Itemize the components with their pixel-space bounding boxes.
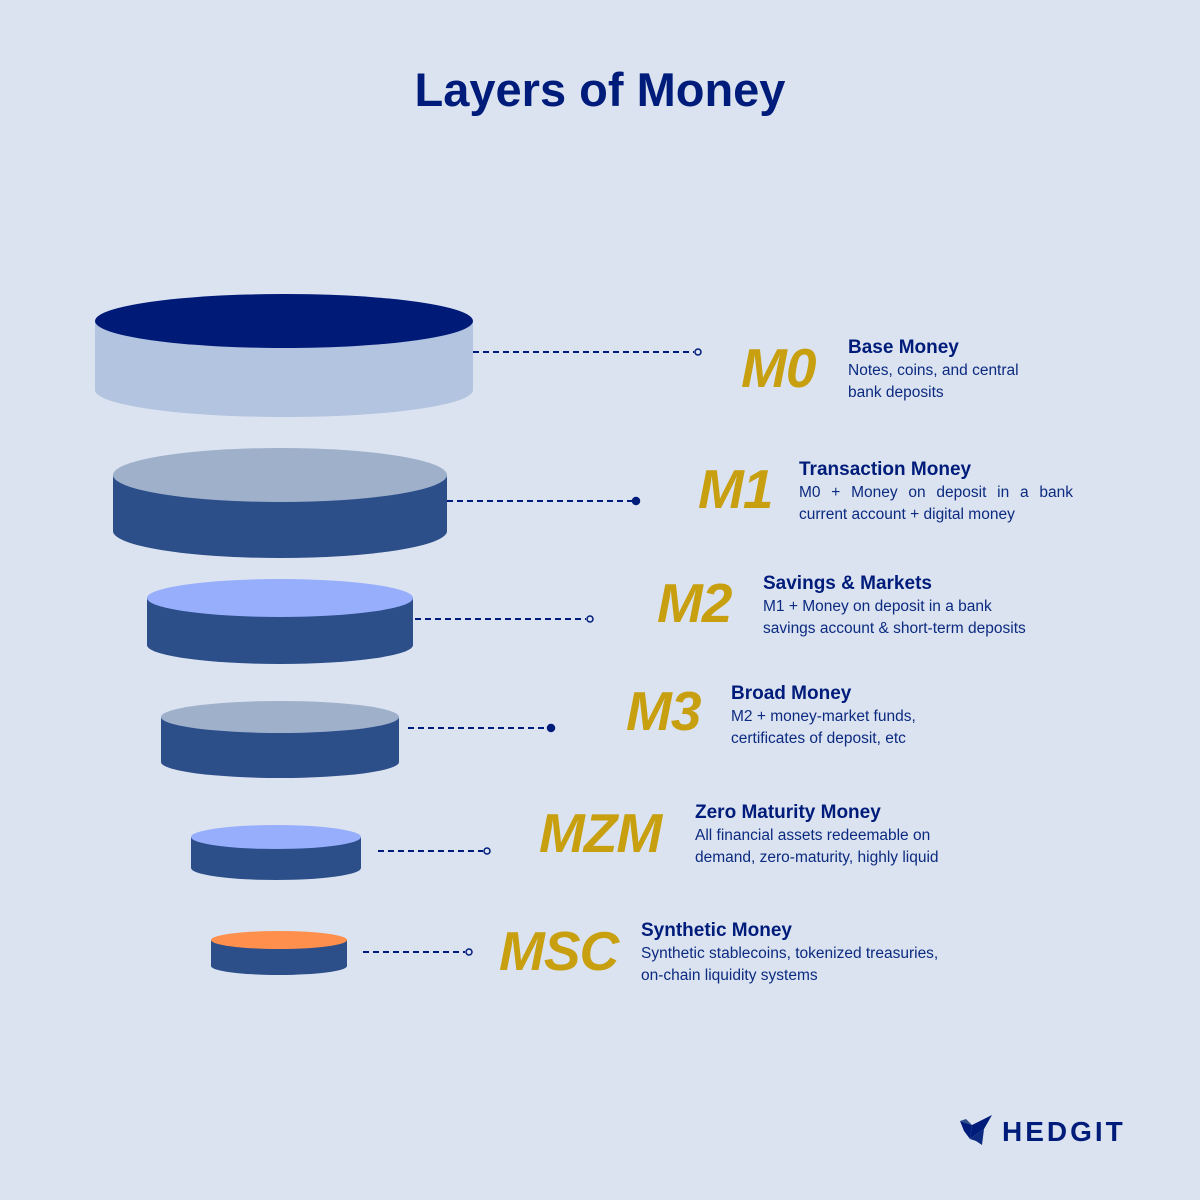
layer-desc-mzm-line1: All financial assets redeemable on (695, 827, 931, 844)
layer-disc-top-mzm (191, 825, 361, 849)
layer-disc-m3 (161, 701, 399, 778)
layer-name-m1: Transaction Money (799, 459, 972, 480)
layer-name-m2: Savings & Markets (763, 573, 932, 594)
layer-desc-m0-line1: Notes, coins, and central (848, 362, 1019, 379)
layer-code-m2: M2 (657, 572, 732, 634)
layer-disc-top-msc (211, 931, 347, 949)
connector-dot-m2 (586, 615, 594, 623)
layer-code-msc: MSC (499, 920, 619, 982)
layer-code-m3: M3 (626, 680, 701, 742)
connector-dot-mzm (483, 847, 491, 855)
layer-name-mzm: Zero Maturity Money (695, 802, 881, 823)
layer-disc-top-m3 (161, 701, 399, 733)
layer-desc-m1-line1: M0 + Money on deposit in a bank (799, 484, 1073, 501)
brand-logo: HEDGIT (958, 1112, 1126, 1152)
layer-disc-side-m0 (95, 321, 473, 417)
layer-code-m1: M1 (698, 458, 773, 520)
layer-disc-msc (211, 931, 347, 975)
layer-disc-top-m2 (147, 579, 413, 617)
layer-disc-top-m1 (113, 448, 447, 502)
layer-disc-m0 (95, 294, 473, 417)
layer-desc-msc-line2: on-chain liquidity systems (641, 967, 818, 984)
connector-dot-msc (465, 948, 473, 956)
layer-code-mzm: MZM (539, 802, 662, 864)
layer-disc-mzm (191, 825, 361, 880)
layer-desc-mzm-line2: demand, zero-maturity, highly liquid (695, 849, 939, 866)
page-title: Layers of Money (414, 63, 786, 116)
layer-desc-m1-line2: current account + digital money (799, 506, 1015, 523)
layer-name-msc: Synthetic Money (641, 920, 792, 941)
layer-desc-m0-line2: bank deposits (848, 384, 944, 401)
layer-disc-side-m2 (147, 598, 413, 664)
brand-name: HEDGIT (1002, 1116, 1126, 1147)
connector-dot-m0 (694, 348, 702, 356)
connector-dot-m1 (631, 496, 641, 506)
layer-disc-side-m3 (161, 717, 399, 778)
bird-logo-icon (958, 1113, 994, 1152)
layer-desc-m3-line2: certificates of deposit, etc (731, 730, 906, 747)
layer-disc-m1 (113, 448, 447, 558)
layer-desc-m2-line2: savings account & short-term deposits (763, 620, 1026, 637)
layer-info-msc: Synthetic Money Synthetic stablecoins, t… (641, 919, 991, 987)
layer-desc-m2-line1: M1 + Money on deposit in a bank (763, 598, 992, 615)
layer-name-m3: Broad Money (731, 683, 852, 704)
layer-disc-side-msc (211, 940, 347, 975)
layer-disc-side-mzm (191, 837, 361, 880)
layer-desc-msc-line1: Synthetic stablecoins, tokenized treasur… (641, 945, 939, 962)
layer-desc-m3-line1: M2 + money-market funds, (731, 708, 916, 725)
layer-disc-m2 (147, 579, 413, 664)
layer-disc-top-m0 (95, 294, 473, 348)
layer-info-m1: Transaction Money M0 + Money on deposit … (799, 458, 1073, 526)
layer-name-m0: Base Money (848, 337, 959, 358)
layer-info-m0: Base Money Notes, coins, and central ban… (848, 336, 1078, 404)
layer-info-m2: Savings & Markets M1 + Money on deposit … (763, 572, 1073, 640)
layer-info-mzm: Zero Maturity Money All financial assets… (695, 801, 995, 869)
connector-dot-m3 (546, 723, 556, 733)
layer-info-m3: Broad Money M2 + money-market funds, cer… (731, 682, 991, 750)
layer-code-m0: M0 (741, 337, 816, 399)
